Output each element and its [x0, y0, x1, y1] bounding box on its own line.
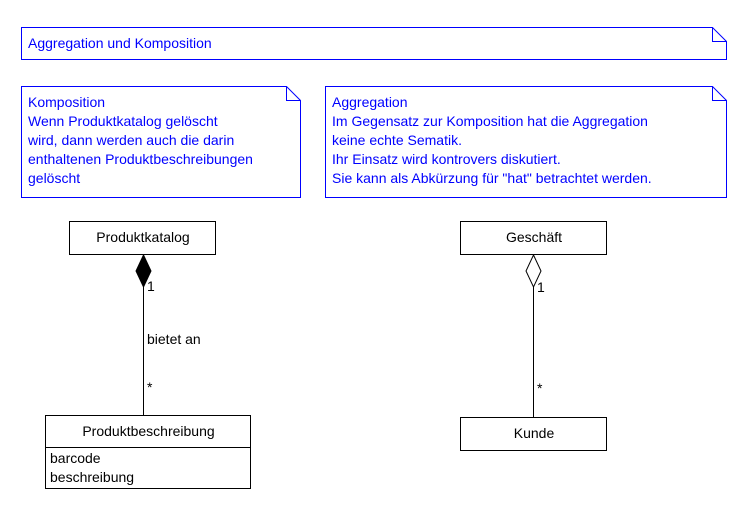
produktbeschreibung-attribute: beschreibung: [50, 469, 135, 485]
produktbeschreibung-class-box: [45, 415, 251, 489]
aggregation-note-shape: [325, 86, 727, 198]
kunde-class-box: [460, 417, 607, 451]
komposition-note-heading: Komposition: [28, 94, 106, 110]
composition-label: bietet an: [147, 331, 201, 347]
komposition-note-line: Wenn Produktkatalog gelöscht: [28, 113, 218, 129]
produktkatalog-class-name: Produktkatalog: [96, 229, 190, 245]
aggregation-whole-multiplicity: 1: [537, 279, 545, 295]
produktbeschreibung-attribute: barcode: [50, 450, 101, 466]
aggregation-part-multiplicity: *: [537, 380, 543, 396]
kunde-class-name: Kunde: [513, 425, 555, 441]
geschaeft-class-box: [460, 221, 607, 255]
composition-filled-diamond: [135, 253, 152, 289]
produktkatalog-class-box: [69, 221, 216, 255]
composition-part-multiplicity: *: [147, 379, 153, 395]
aggregation-note-line: Ihr Einsatz wird kontrovers diskutiert.: [332, 151, 561, 167]
composition-whole-multiplicity: 1: [147, 278, 155, 294]
geschaeft-class-name: Geschäft: [505, 229, 563, 245]
aggregation-note-line: Sie kann als Abkürzung für "hat" betrach…: [332, 170, 652, 186]
title-note-text: Aggregation und Komposition: [28, 35, 212, 51]
produktbeschreibung-class-name: Produktbeschreibung: [82, 423, 215, 439]
komposition-note-line: enthaltenen Produktbeschreibungen: [28, 151, 253, 167]
komposition-note-line: wird, dann werden auch die darin: [28, 132, 235, 148]
aggregation-note-line: keine echte Sematik.: [332, 132, 462, 148]
aggregation-note-heading: Aggregation: [332, 94, 408, 110]
aggregation-note-line: Im Gegensatz zur Komposition hat die Agg…: [332, 113, 648, 129]
aggregation-hollow-diamond: [525, 253, 542, 289]
komposition-note-shape: [21, 86, 301, 198]
title-note-shape: [21, 27, 727, 60]
komposition-note-line: gelöscht: [28, 170, 81, 186]
